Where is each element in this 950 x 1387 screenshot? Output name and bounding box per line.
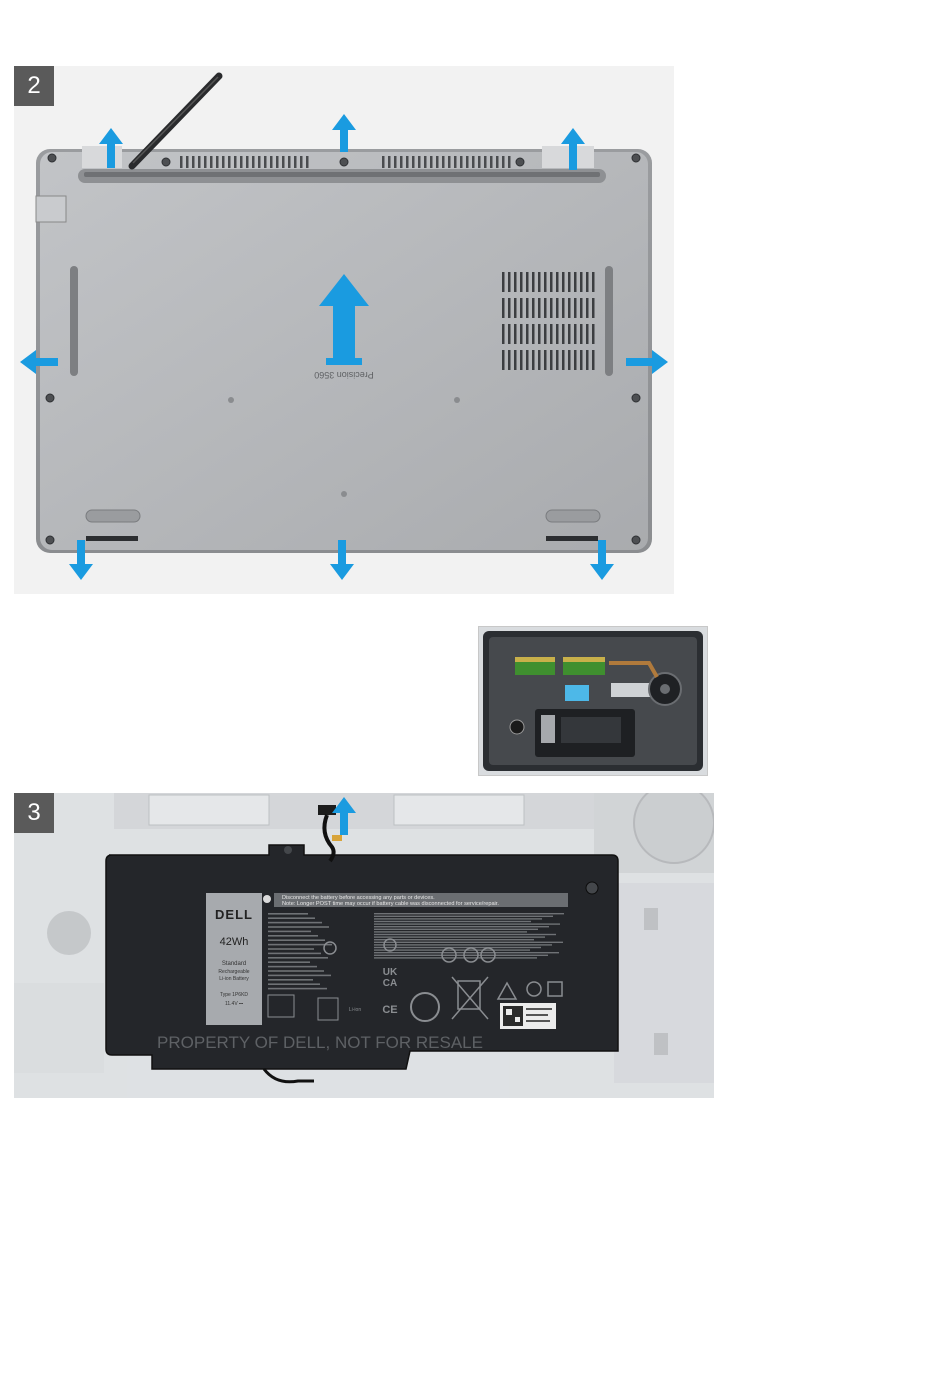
mark-liion: Li-ion [349, 1007, 361, 1013]
battery-type-line1: Standard [222, 961, 246, 967]
system-board-thumbnail [478, 626, 708, 776]
battery-illustration: DELL 42Wh Standard Rechargeable Li-ion B… [14, 793, 714, 1098]
property-text: PROPERTY OF DELL, NOT FOR RESALE [157, 1033, 483, 1052]
battery-capacity: 42Wh [220, 936, 249, 948]
mark-ca: CA [383, 978, 397, 989]
battery-type-line2: Rechargeable [218, 969, 249, 975]
mark-uk: UK [383, 967, 398, 978]
up-arrow-icon [332, 114, 356, 152]
step-3-badge: 3 [14, 793, 54, 833]
step-3-panel: 3 DELL 42Wh Standard Rechar [14, 793, 714, 1098]
battery-model: Type 1P6KD [220, 992, 248, 998]
mark-ce: CE [382, 1004, 397, 1016]
battery-type-line3: Li-ion Battery [219, 976, 249, 982]
battery-voltage: 11.4V ⎓ [225, 1001, 243, 1007]
base-cover-illustration: Precision 3560 [14, 66, 674, 594]
battery: DELL 42Wh Standard Rechargeable Li-ion B… [106, 845, 618, 1082]
engraving-text: Precision 3560 [314, 370, 374, 380]
step-2-panel: 2 [14, 66, 674, 594]
step-2-badge: 2 [14, 66, 54, 106]
battery-warning-line2: Note: Longer POST time may occur if batt… [282, 901, 499, 907]
battery-brand: DELL [215, 907, 253, 922]
